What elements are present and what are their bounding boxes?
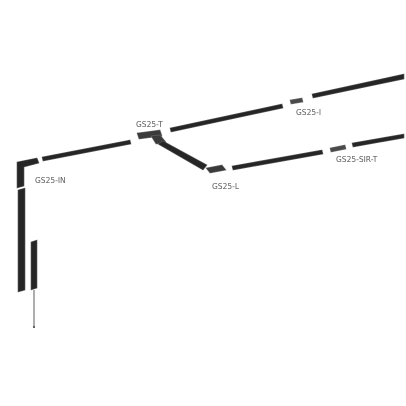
vertical-track-long xyxy=(17,187,26,293)
label-t-connector: GS25-T xyxy=(136,120,163,129)
i-connector xyxy=(289,97,304,105)
vertical-track-short xyxy=(30,239,38,291)
upper-track-segment-3 xyxy=(311,73,405,99)
label-i-connector: GS25-I xyxy=(296,108,321,117)
sir-connector xyxy=(329,144,347,153)
upper-track-segment-2 xyxy=(169,103,284,133)
upper-track-segment-1 xyxy=(41,139,132,162)
corner-track-piece xyxy=(16,157,40,189)
wire-end xyxy=(33,326,35,328)
l-connector xyxy=(205,164,227,174)
diagonal-branch-track xyxy=(157,140,208,171)
label-sir-connector: GS25-SIR-T xyxy=(336,155,378,164)
lower-track-segment-2 xyxy=(351,133,405,148)
label-in-feed: GS25-IN xyxy=(35,176,66,185)
lower-track-segment-1 xyxy=(231,149,324,171)
label-l-connector: GS25-L xyxy=(212,182,240,191)
